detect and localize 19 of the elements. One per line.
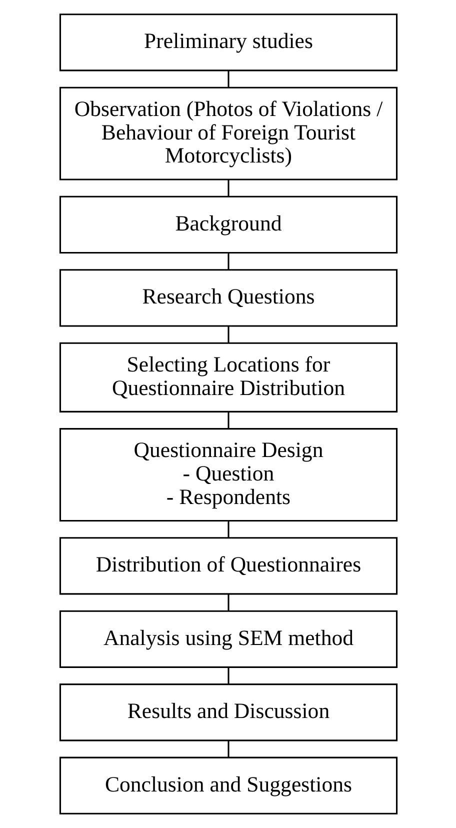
connector <box>227 180 229 197</box>
connector <box>227 326 229 343</box>
node-box: Questionnaire Design - Question - Respondents <box>58 428 398 522</box>
node-box: Research Questions <box>58 269 398 327</box>
connector <box>227 740 229 758</box>
connector <box>227 412 229 428</box>
node-box: Distribution of Questionnaires <box>58 537 398 595</box>
node-box: Analysis using SEM method <box>58 610 398 668</box>
node-box: Results and Discussion <box>58 684 398 742</box>
node-box: Selecting Locations for Questionnaire Distribution <box>58 342 398 412</box>
node-box: Observation (Photos of Violations / Behaviour of Foreign Tourist Motorcyclists) <box>58 86 398 180</box>
node-box: Background <box>58 196 398 254</box>
node-box: Conclusion and Suggestions <box>58 756 398 814</box>
connector <box>227 520 229 538</box>
connector <box>227 252 229 270</box>
connector <box>227 70 229 88</box>
connector <box>227 667 229 684</box>
node-box: Preliminary studies <box>58 14 398 72</box>
connector <box>227 594 229 612</box>
